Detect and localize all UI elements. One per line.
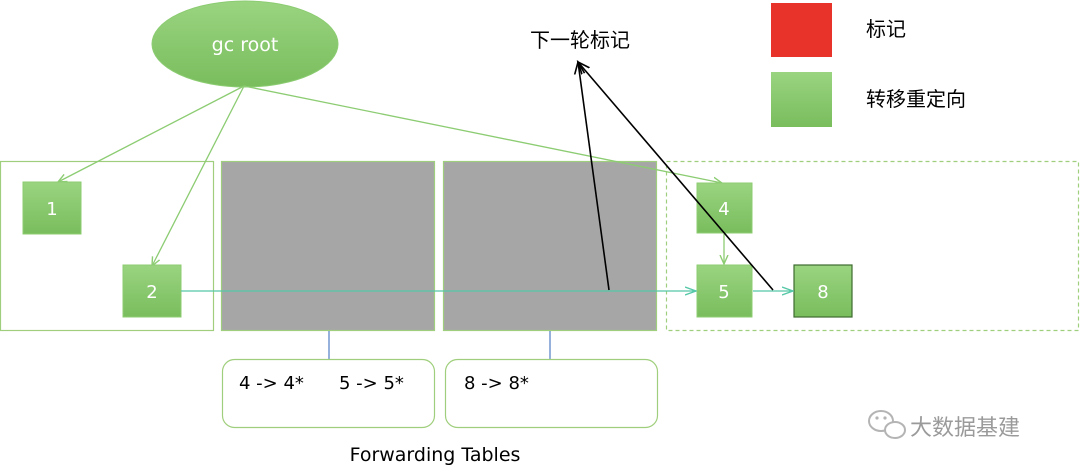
forwarding-entry: 5 -> 5* [339, 373, 404, 394]
next-round-label: 下一轮标记 [530, 28, 630, 52]
root-edge-to-1 [58, 85, 245, 182]
root-edge-to-4 [243, 85, 722, 183]
legend-swatch-mark [771, 3, 832, 57]
object-node-4 [696, 182, 753, 234]
next-round-arrow-left [578, 62, 610, 291]
forwarding-table-1 [221, 358, 436, 429]
legend-label-relocate: 转移重定向 [866, 87, 966, 111]
object-node-label: 8 [817, 282, 828, 303]
object-node-label: 1 [46, 199, 57, 220]
next-round-arrow-right [578, 62, 774, 291]
from-region [0, 160, 215, 332]
legend-label-mark: 标记 [866, 17, 906, 41]
gc-root-label: gc root [212, 34, 279, 56]
object-node-label: 2 [146, 282, 157, 303]
object-node-label: 4 [718, 199, 729, 220]
object-node-1 [22, 181, 82, 235]
watermark-text: 大数据基建 [910, 416, 1020, 441]
root-edge-to-2 [152, 85, 245, 266]
forwarding-entry: 4 -> 4* [239, 373, 304, 394]
object-node-label: 5 [718, 282, 729, 303]
forwarding-tables-caption: Forwarding Tables [350, 444, 521, 466]
object-node-8 [793, 264, 853, 318]
forwarding-table-2 [444, 358, 659, 429]
legend-swatch-relocate [771, 72, 832, 127]
relocated-page-2 [442, 160, 658, 332]
to-region [665, 160, 1080, 332]
object-node-5 [696, 264, 753, 318]
forwarding-entry: 8 -> 8* [464, 373, 529, 394]
wechat-icon [868, 410, 906, 439]
relocated-page-1 [220, 160, 436, 332]
gc-root-node [151, 0, 339, 88]
